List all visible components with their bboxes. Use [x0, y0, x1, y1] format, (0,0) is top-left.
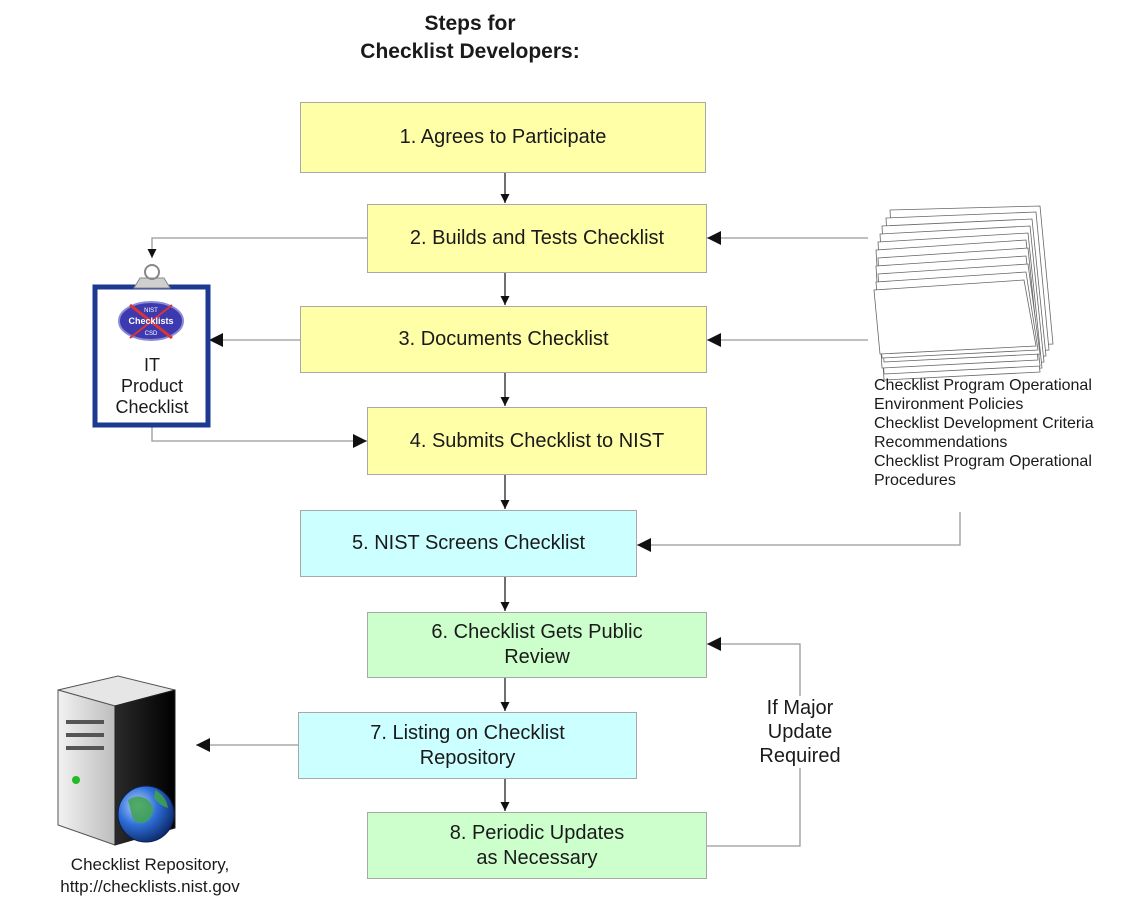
step-7-box: 7. Listing on Checklist Repository — [298, 712, 637, 779]
repository-label-name: Checklist Repository, — [70, 855, 230, 874]
title-line-2: Checklist Developers: — [360, 40, 580, 63]
documents-label: Checklist Program Operational Environmen… — [874, 376, 1139, 490]
clipboard-badge-top: NIST — [144, 308, 158, 314]
documents-label-line: Procedures — [874, 472, 956, 489]
arrow-docs-to-step5 — [637, 512, 961, 552]
step-5-box: 5. NIST Screens Checklist — [300, 510, 637, 577]
clipboard-badge-bottom: CSD — [145, 331, 158, 337]
clipboard-label-line: Checklist — [115, 397, 189, 417]
update-loop-label: If Major Update Required — [744, 696, 856, 768]
documents-label-line: Recommendations — [874, 434, 1008, 451]
clipboard-label-line: IT — [144, 355, 160, 375]
arrow-clipboard-to-step4 — [151, 425, 367, 448]
clipboard-badge-middle: Checklists — [128, 316, 173, 326]
repository-label-url: http://checklists.nist.gov — [60, 877, 240, 896]
clipboard-icon: NIST Checklists CSD — [92, 264, 211, 428]
step-8-box: 8. Periodic Updates as Necessary — [367, 812, 707, 879]
step-2-box: 2. Builds and Tests Checklist — [367, 204, 707, 273]
documents-label-line: Environment Policies — [874, 396, 1024, 413]
repository-label: Checklist Repository, http://checklists.… — [0, 854, 300, 898]
documents-label-line: Checklist Program Operational — [874, 453, 1092, 470]
step-1-box: 1. Agrees to Participate — [300, 102, 706, 173]
clipboard-connectors — [147, 237, 367, 448]
document-connectors — [637, 231, 961, 552]
step-3-box: 3. Documents Checklist — [300, 306, 707, 373]
step-4-box: 4. Submits Checklist to NIST — [367, 407, 707, 475]
title-line-1: Steps for — [424, 12, 516, 35]
documents-label-line: Checklist Program Operational — [874, 377, 1092, 394]
globe-icon — [117, 785, 175, 843]
document-stack-icon — [873, 205, 1054, 381]
update-label-line: Required — [759, 745, 841, 767]
step-6-box: 6. Checklist Gets Public Review — [367, 612, 707, 678]
clipboard-label-line: Product — [120, 376, 184, 396]
clipboard-label: IT Product Checklist — [104, 355, 200, 418]
update-label-line: If Major — [766, 697, 834, 719]
update-label-line: Update — [767, 721, 833, 743]
documents-label-line: Checklist Development Criteria — [874, 415, 1094, 432]
arrow-step2-to-clipboard — [147, 237, 367, 258]
diagram-title: Steps for Checklist Developers: — [300, 10, 640, 66]
